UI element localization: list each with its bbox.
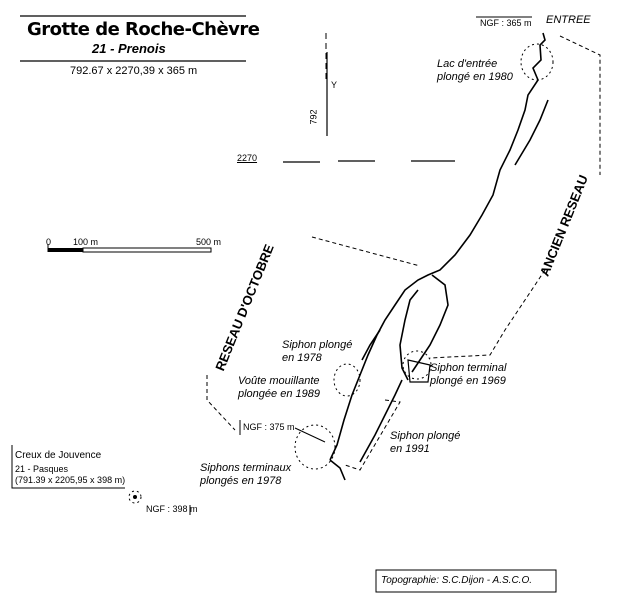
- entrance-altitude: NGF : 365 m: [480, 18, 532, 28]
- network-outline: [206, 35, 601, 471]
- annotation-line: Siphon terminal: [430, 362, 507, 374]
- scale-bar: [47, 244, 212, 253]
- x-axis: [283, 160, 455, 163]
- annotation-line: plongés en 1978: [200, 475, 282, 487]
- altitude-375: NGF : 375 m: [243, 422, 295, 432]
- annotation-line: Lac d'entrée: [437, 58, 498, 70]
- annotation-line: plongé en 1980: [437, 71, 513, 83]
- x-axis-value: 2270: [237, 153, 258, 163]
- annotation-lac: Lac d'entrée plongé en 1980: [437, 58, 513, 84]
- scale-tick-0: 0: [46, 237, 52, 247]
- credit: Topographie: S.C.Dijon - A.S.C.O.: [381, 575, 532, 586]
- annotation-line: Siphons terminaux: [200, 462, 292, 474]
- annotation-siphon-1978: Siphon plongé en 1978: [282, 339, 352, 365]
- cave-passage: [329, 32, 549, 481]
- annotation-line: en 1978: [282, 352, 322, 364]
- annotation-line: Siphon plongé: [282, 339, 353, 351]
- annotation-line: Voûte mouillante: [238, 375, 320, 387]
- cave-commune: 21 - Prenois: [92, 41, 166, 56]
- jouvence-altitude: NGF : 398 m: [146, 504, 198, 514]
- credit-box: [375, 569, 557, 593]
- annotation-line: plongé en 1969: [430, 375, 506, 387]
- y-axis-label: Y: [331, 80, 338, 90]
- annotation-line: en 1991: [390, 443, 430, 455]
- annotation-siphon-terminal: Siphon terminal plongé en 1969: [430, 362, 506, 388]
- jouvence-box: [11, 445, 125, 489]
- jouvence-name: Creux de Jouvence: [15, 450, 102, 461]
- jouvence-commune: 21 - Pasques: [15, 464, 69, 474]
- annotation-siphon-1991: Siphon plongé en 1991: [390, 430, 460, 456]
- cave-dimensions: 792.67 x 2270,39 x 365 m: [70, 65, 198, 77]
- jouvence-marker: [133, 495, 137, 499]
- y-axis: [325, 33, 328, 136]
- y-axis-value: 792: [308, 109, 319, 125]
- ngf-375-leader: [294, 427, 326, 443]
- scale-tick-500: 500 m: [196, 237, 222, 247]
- entrance-label: ENTREE: [546, 14, 591, 26]
- scale-tick-100: 100 m: [73, 237, 99, 247]
- annotation-line: Siphon plongé: [390, 430, 461, 442]
- jouvence-dimensions: (791.39 x 2205,95 x 398 m): [15, 475, 126, 485]
- annotation-siphons-terminaux: Siphons terminaux plongés en 1978: [200, 462, 291, 488]
- cave-title: Grotte de Roche-Chèvre: [27, 19, 260, 40]
- annotation-line: plongée en 1989: [238, 388, 320, 400]
- siphon-circles: [128, 43, 554, 504]
- annotation-voute: Voûte mouillante plongée en 1989: [238, 375, 320, 401]
